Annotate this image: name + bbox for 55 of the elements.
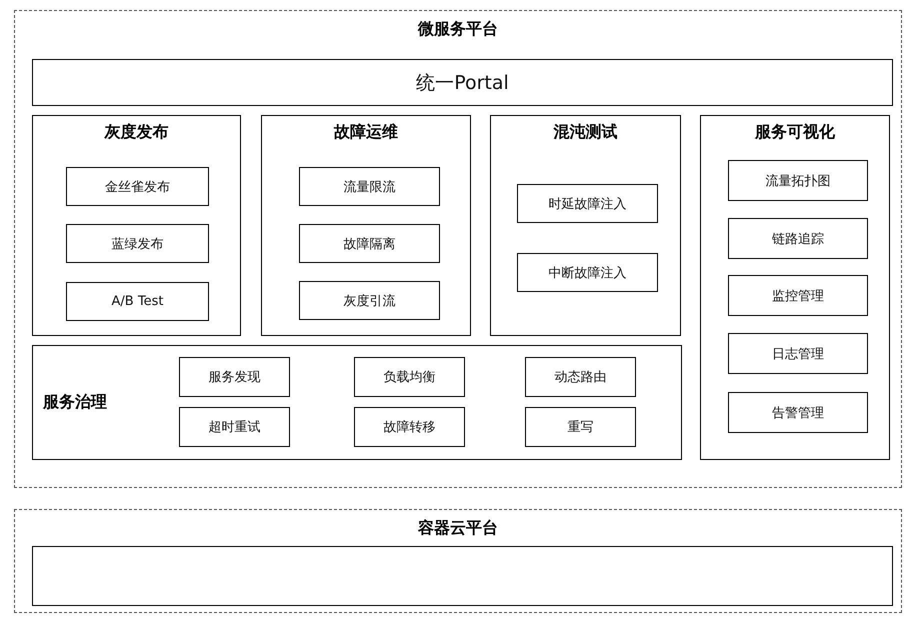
- box-label: 中断故障注入: [548, 264, 626, 282]
- panel-title: 微服务平台: [416, 19, 499, 40]
- item-box: [299, 224, 440, 263]
- panel-title: 故障运维: [332, 122, 399, 143]
- item-box: [179, 357, 290, 397]
- box-label: 统一Portal: [416, 70, 509, 96]
- item-box: [728, 392, 868, 433]
- item-box: [728, 333, 868, 374]
- box-label: 日志管理: [772, 346, 824, 362]
- box-label: 金丝雀发布: [105, 178, 170, 196]
- panel-title: 服务治理: [43, 392, 107, 413]
- wide-box: [32, 59, 893, 106]
- panel-title: 服务可视化: [754, 122, 836, 143]
- panel-title: 容器云平台: [417, 518, 499, 539]
- item-box: [299, 167, 440, 206]
- box-label: 重写: [568, 419, 594, 436]
- module-panel: [32, 115, 241, 336]
- module-panel: [32, 345, 682, 460]
- item-box: [299, 281, 440, 320]
- box-label: 告警管理: [772, 404, 824, 422]
- module-panel: [700, 115, 890, 460]
- item-box: [517, 253, 658, 292]
- item-box: [66, 167, 209, 206]
- item-box: [66, 282, 209, 321]
- item-box: [66, 224, 209, 263]
- box-label: 时延故障注入: [548, 196, 626, 212]
- item-box: [728, 218, 868, 259]
- module-panel: [490, 115, 681, 336]
- item-box: [728, 275, 868, 316]
- box-label: 链路追踪: [772, 230, 824, 248]
- empty-box: [32, 546, 893, 606]
- item-box: [179, 407, 290, 447]
- panel-title: 混沌测试: [552, 122, 618, 143]
- box-label: A/B Test: [112, 294, 164, 309]
- box-label: 流量拓扑图: [766, 172, 830, 190]
- platform-panel: [14, 509, 902, 613]
- box-label: 服务发现: [208, 369, 260, 386]
- panel-title: 灰度发布: [103, 122, 170, 143]
- box-label: 流量限流: [344, 178, 396, 196]
- box-label: 负载均衡: [384, 369, 436, 386]
- item-box: [525, 407, 636, 447]
- box-label: 超时重试: [208, 419, 260, 436]
- platform-panel: [14, 10, 902, 488]
- box-label: 故障转移: [384, 419, 436, 436]
- box-label: 灰度引流: [344, 292, 396, 310]
- box-label: 故障隔离: [344, 236, 396, 252]
- box-label: 监控管理: [772, 288, 824, 304]
- item-box: [517, 184, 658, 223]
- item-box: [525, 357, 636, 397]
- item-box: [354, 407, 465, 447]
- box-label: 蓝绿发布: [112, 236, 164, 252]
- item-box: [728, 160, 868, 201]
- item-box: [354, 357, 465, 397]
- module-panel: [261, 115, 471, 336]
- box-label: 动态路由: [554, 369, 606, 386]
